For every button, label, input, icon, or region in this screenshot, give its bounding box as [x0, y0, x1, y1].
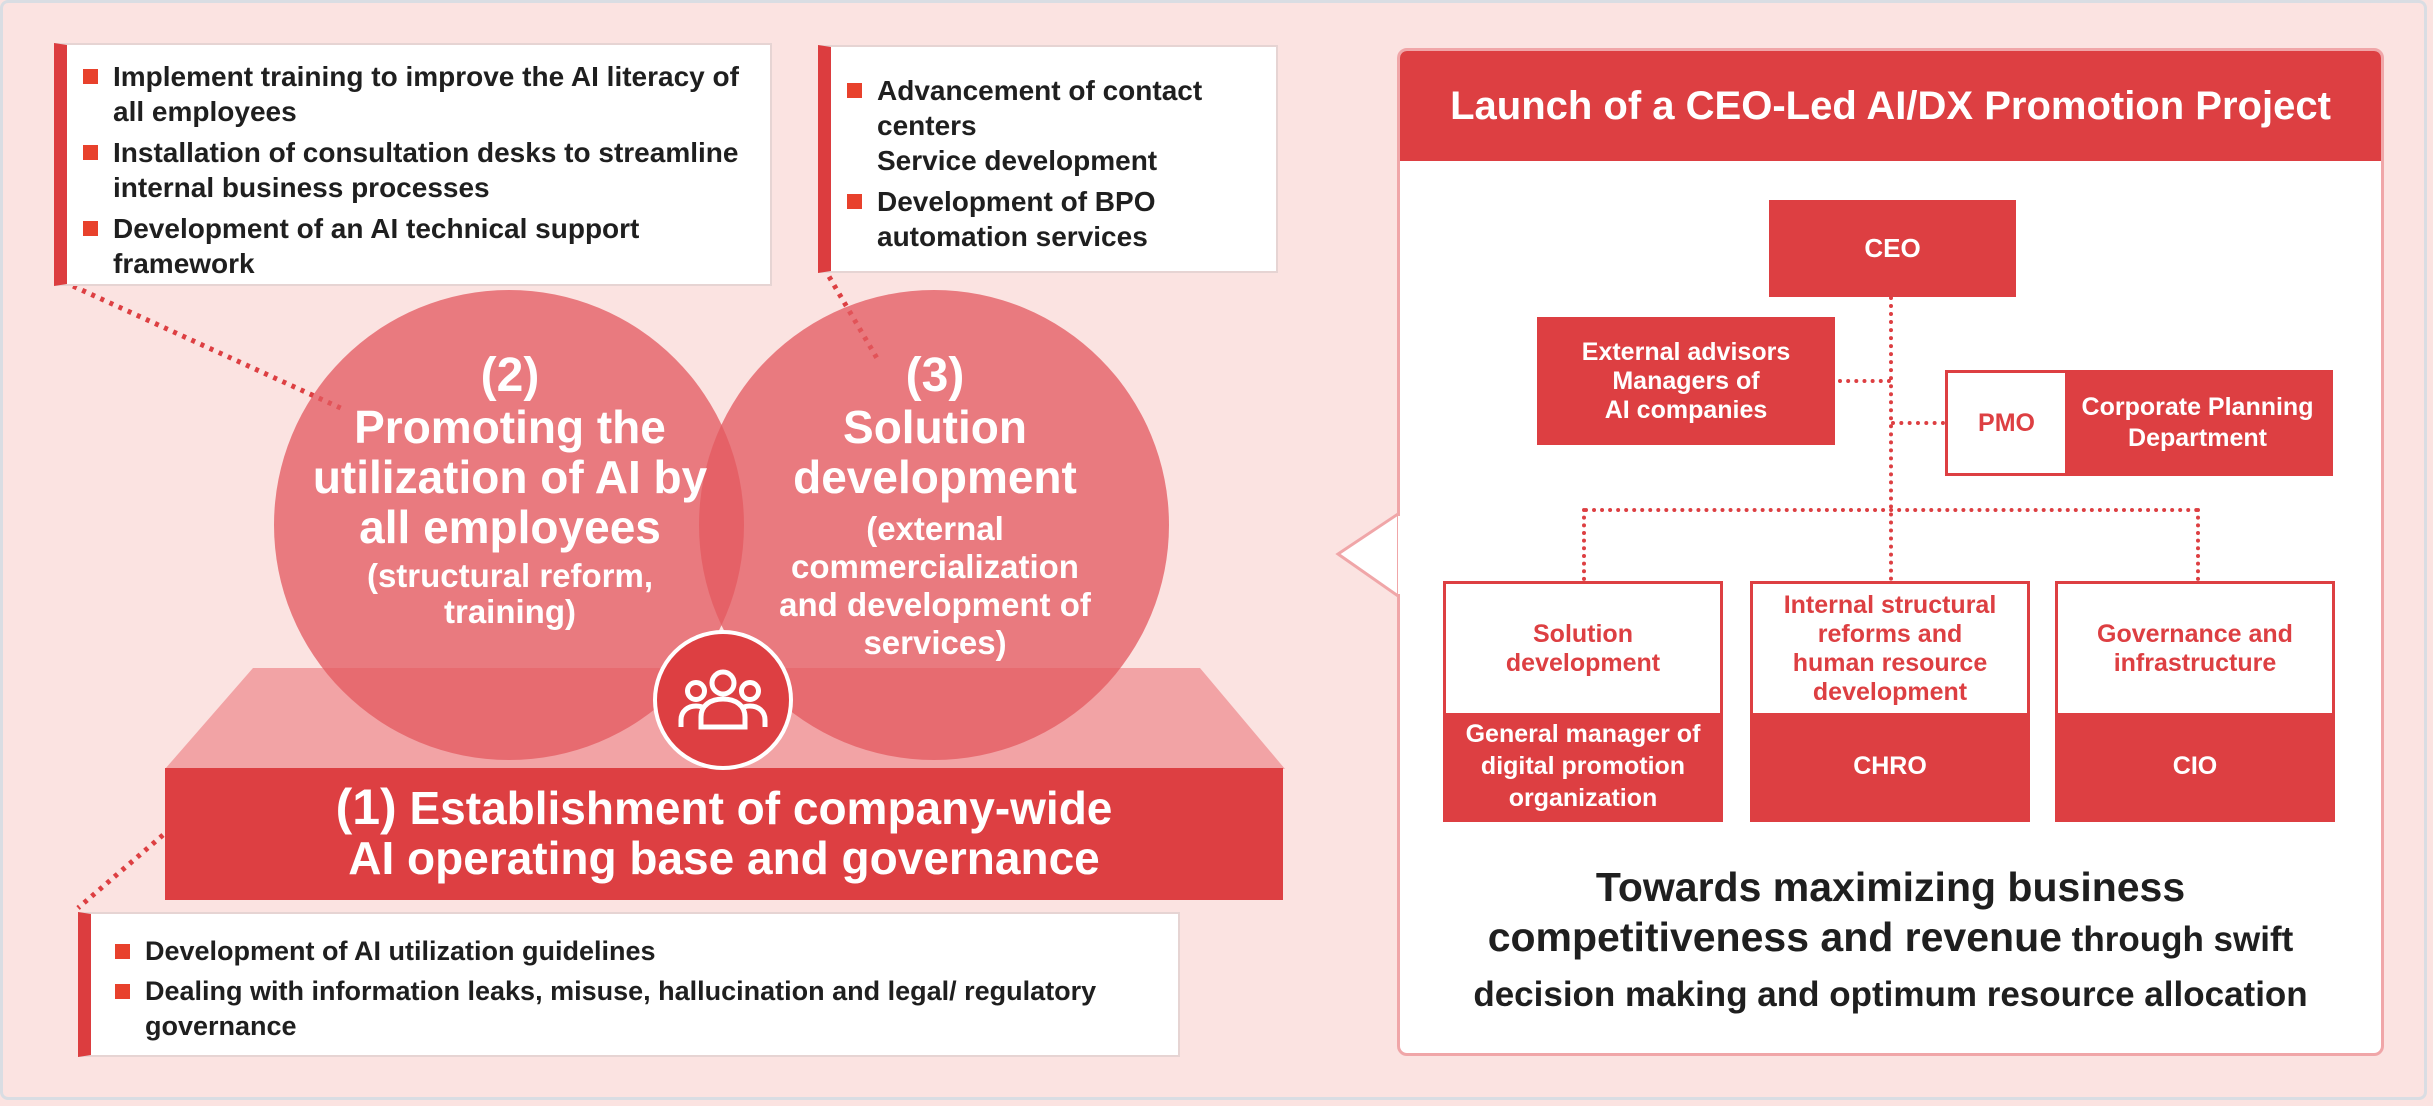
external-advisors-box: External advisors Managers of AI compani…: [1537, 317, 1835, 445]
circle-right-subtitle: (external commercialization and developm…: [779, 510, 1091, 661]
panel-title: Launch of a CEO-Led AI/DX Promotion Proj…: [1400, 51, 2381, 161]
connector-employees: [62, 279, 347, 413]
people-group-icon: [653, 630, 793, 770]
role1-connector: [1582, 508, 1586, 581]
list-item: Development of BPO automation services: [845, 184, 1260, 254]
ceo-box: CEO: [1769, 200, 2016, 297]
list-item: Implement training to improve the AI lit…: [81, 59, 754, 129]
footer-line3: decision making and optimum resource all…: [1473, 975, 2308, 1014]
list-item: Development of AI utilization guidelines: [113, 934, 1162, 969]
base-number: (1): [335, 779, 397, 835]
footer-line2-bold: competitiveness and revenue: [1487, 914, 2062, 960]
list-item: Dealing with information leaks, misuse, …: [113, 974, 1162, 1044]
panel-pointer: [1335, 510, 1403, 600]
circle-right-number: (3): [905, 349, 965, 402]
panel-footer: Towards maximizing business competitiven…: [1400, 862, 2381, 1018]
employee-measures-box: Implement training to improve the AI lit…: [54, 43, 772, 286]
roles-horizontal-line: [1584, 508, 2199, 512]
ceo-vertical-line: [1889, 296, 1893, 581]
footer-line1: Towards maximizing business: [1595, 864, 2186, 910]
base-line1: Establishment of company-wide: [409, 782, 1113, 834]
pmo-label: PMO: [1978, 408, 2035, 437]
circle-right-text: (3) Solution development (external comme…: [760, 350, 1110, 662]
footer-line2: competitiveness and revenue through swif…: [1400, 912, 2381, 972]
circle-left-title: Promoting the utilization of AI by all e…: [312, 401, 708, 553]
footer-line2-rest: through swift: [2061, 920, 2294, 959]
role3-connector: [2196, 508, 2200, 581]
circle-left-number: (2): [480, 349, 540, 402]
pmo-connector: [1891, 421, 1945, 425]
base-line2: AI operating base and governance: [348, 832, 1100, 884]
advisors-connector: [1838, 379, 1891, 383]
corporate-planning-label: Corporate Planning Department: [2065, 373, 2330, 473]
role-card-solution: Solution development General manager of …: [1443, 581, 1723, 822]
list-item: Advancement of contact centers Service d…: [845, 73, 1260, 178]
role-bottom-label: CHRO: [1753, 713, 2027, 819]
list-item: Installation of consultation desks to st…: [81, 135, 754, 205]
role-bottom-label: General manager of digital promotion org…: [1446, 713, 1720, 819]
base-foundation: (1) Establishment of company-wide AI ope…: [165, 768, 1283, 900]
list-item: Development of an AI technical support f…: [81, 211, 754, 281]
circle-left-text: (2) Promoting the utilization of AI by a…: [300, 350, 720, 630]
governance-measures-box: Development of AI utilization guidelines…: [78, 912, 1180, 1057]
role-bottom-label: CIO: [2058, 713, 2332, 819]
role-card-structural: Internal structural reforms and human re…: [1750, 581, 2030, 822]
role-top-label: Governance and infrastructure: [2097, 620, 2293, 677]
circle-left-subtitle: (structural reform, training): [366, 557, 654, 630]
role-top-label: Internal structural reforms and human re…: [1783, 591, 1997, 706]
pmo-box: PMO Corporate Planning Department: [1945, 370, 2333, 476]
solution-measures-box: Advancement of contact centers Service d…: [818, 45, 1278, 273]
circle-right-title: Solution development: [793, 401, 1077, 503]
role-top-label: Solution development: [1505, 620, 1661, 677]
pointer-seam: [1398, 516, 1404, 594]
role-card-governance: Governance and infrastructure CIO: [2055, 581, 2335, 822]
connector-governance: [76, 833, 165, 910]
